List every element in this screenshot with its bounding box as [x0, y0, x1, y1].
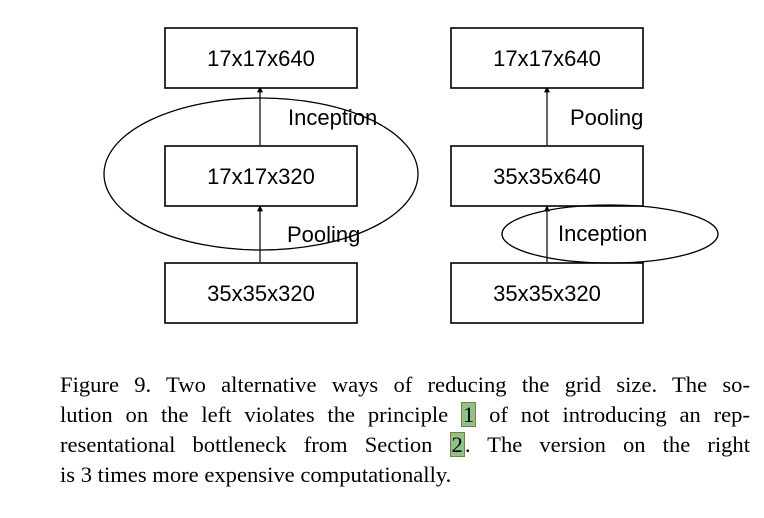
caption-text: . The version on the right	[464, 432, 750, 457]
box-top-label: 17x17x640	[493, 46, 601, 71]
box-mid-label: 35x35x640	[493, 164, 601, 189]
op-label-lower: Inception	[558, 221, 647, 246]
box-top	[164, 27, 358, 89]
diagram-figure: 17x17x640 17x17x320 35x35x320 Inception …	[103, 27, 719, 324]
box-bottom	[450, 262, 644, 324]
left-diagram: 17x17x640 17x17x320 35x35x320 Inception …	[103, 27, 419, 324]
op-label-lower: Pooling	[287, 222, 360, 247]
right-diagram: 17x17x640 35x35x640 35x35x320 Pooling In…	[450, 27, 719, 324]
inception-ellipse	[501, 204, 719, 264]
op-label-upper: Pooling	[570, 105, 643, 130]
box-top-label: 17x17x640	[207, 46, 315, 71]
caption-line-1: Figure 9. Two alternative ways of reduci…	[60, 370, 750, 400]
caption-text: is 3 times more expensive computationall…	[60, 462, 452, 487]
figure-caption: Figure 9. Two alternative ways of reduci…	[60, 370, 750, 490]
inception-ellipse	[103, 97, 419, 251]
box-bottom-label: 35x35x320	[207, 281, 315, 306]
principle-reference-link[interactable]: 1	[461, 402, 477, 427]
caption-text: resentational bottleneck from Section	[60, 432, 450, 457]
box-bottom	[164, 262, 358, 324]
box-bottom-label: 35x35x320	[493, 281, 601, 306]
section-reference-link[interactable]: 2	[449, 432, 465, 457]
caption-text: lution on the left violates the principl…	[60, 402, 461, 427]
caption-text: Figure 9. Two alternative ways of reduci…	[60, 372, 750, 397]
caption-line-3: resentational bottleneck from Section 2.…	[60, 430, 750, 460]
box-mid-label: 17x17x320	[207, 164, 315, 189]
box-mid	[164, 145, 358, 207]
caption-text: of not introducing an rep-	[476, 402, 750, 427]
box-mid	[450, 145, 644, 207]
op-label-upper: Inception	[288, 105, 377, 130]
box-top	[450, 27, 644, 89]
caption-line-4: is 3 times more expensive computationall…	[60, 460, 750, 490]
caption-line-2: lution on the left violates the principl…	[60, 400, 750, 430]
